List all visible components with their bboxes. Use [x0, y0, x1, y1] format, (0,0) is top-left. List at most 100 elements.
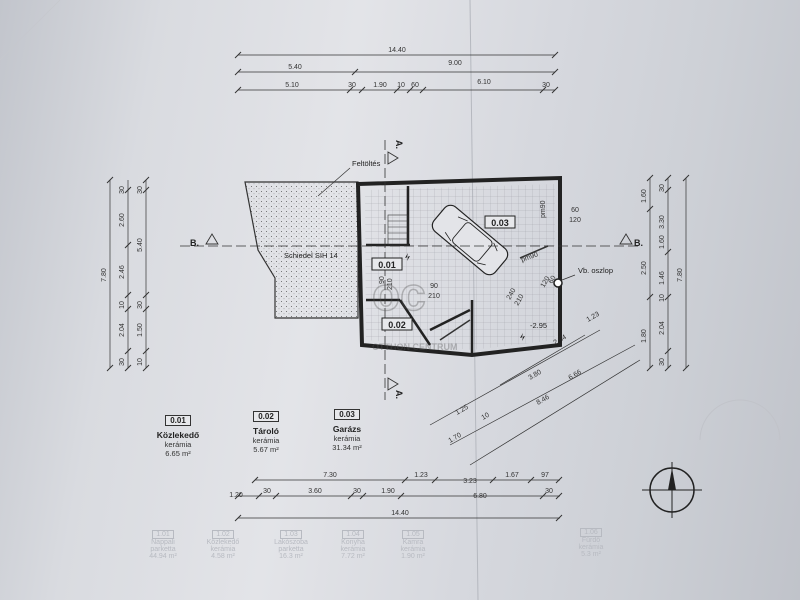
opening-dim: 210 — [514, 293, 526, 307]
diag-dim: 6.66 — [568, 369, 583, 382]
right-dim-seg: 3.30 — [659, 215, 666, 229]
watermark-logo: oc OTTHON CENTRUM — [371, 267, 458, 352]
schedule-room-name: Garázs — [332, 424, 362, 434]
ghost-room: 1.04 Konyha kerámia 7.72 m² — [340, 530, 366, 560]
opening-dim: 210 — [387, 278, 394, 290]
left-dim-total: 7.80 — [101, 268, 108, 282]
right-dim-seg: 2.50 — [641, 261, 648, 275]
section-label-b-right: B. — [634, 238, 643, 248]
schedule-room-id: 0.01 — [165, 415, 191, 426]
left-dim-seg: 2.04 — [119, 323, 126, 337]
schedule-room-id: 0.03 — [334, 409, 360, 420]
bottom-dim-seg: 30 — [263, 488, 271, 495]
plan-room-0-01: 0.01 — [371, 257, 403, 271]
left-dimension-lines — [106, 176, 150, 372]
section-label-b-left: B. — [190, 238, 199, 248]
door-line — [519, 245, 549, 259]
right-dim-seg: 1.80 — [641, 329, 648, 343]
top-dim-total: 14.40 — [388, 47, 406, 54]
top-dim-seg: 6.10 — [477, 79, 491, 86]
section-arrow-b-left — [205, 233, 219, 245]
left-dim-seg: 30 — [137, 301, 144, 309]
right-dim-seg: 1.60 — [659, 235, 666, 249]
schedule-room-name: Tároló — [253, 426, 279, 436]
stair — [387, 214, 409, 246]
right-dim-seg: 30 — [659, 184, 666, 192]
bottom-dim-total: 14.40 — [391, 510, 409, 517]
left-dim-seg: 5.40 — [137, 238, 144, 252]
schedule-room-area: 31.34 m² — [332, 443, 362, 452]
top-dim-seg: 30 — [348, 82, 356, 89]
diag-dim: 1.70 — [448, 432, 463, 445]
fill-area — [244, 181, 359, 319]
bottom-dim-seg: 30 — [353, 488, 361, 495]
diagonal-dimension-lines — [429, 329, 641, 466]
bottom-dimension-lines — [234, 476, 563, 522]
schedule-room-area: 6.65 m² — [165, 449, 191, 458]
diag-dim: 1.25 — [455, 404, 470, 417]
left-dim-seg: 30 — [119, 358, 126, 366]
car-icon — [431, 204, 509, 276]
top-dim-left: 5.40 — [288, 64, 302, 71]
watermark-text: OTTHON CENTRUM — [372, 342, 458, 352]
right-dim-seg: 1.60 — [641, 189, 648, 203]
left-dim-seg: 2.60 — [119, 213, 126, 227]
plan-room-0-02: 0.02 — [381, 317, 413, 331]
left-dim-seg: 2.46 — [119, 265, 126, 279]
left-dim-seg: 30 — [119, 186, 126, 194]
bottom-dim-seg: 30 — [545, 488, 553, 495]
ghost-room: 1.02 Közlekedő kerámia 4.58 m² — [206, 530, 240, 560]
ghost-room: 1.05 Kamra kerámia 1.90 m² — [400, 530, 426, 560]
schedule-room-0-02: 0.02 Tároló kerámia 5.67 m² — [236, 406, 296, 454]
opening-dim: 90 — [379, 276, 386, 284]
section-label-a-bottom: A. — [394, 390, 404, 399]
ghost-room: 1.01 Nappali parketta 44.94 m² — [149, 530, 177, 560]
schedule-room-area: 5.67 m² — [253, 445, 279, 454]
left-dim-seg: 10 — [119, 301, 126, 309]
label-feltoltes: Feltöltés — [352, 159, 381, 168]
right-dim-seg: 10 — [659, 294, 666, 302]
top-dim-seg: 5.10 — [285, 82, 299, 89]
plan-room-0-03: 0.03 — [484, 215, 516, 229]
schedule-room-material: kerámia — [164, 440, 192, 449]
opening-dim: 120 — [569, 217, 581, 224]
right-dim-seg: 30 — [659, 358, 666, 366]
bottom-dim-seg: 3.60 — [308, 488, 322, 495]
section-arrow-a-bottom — [387, 377, 399, 391]
right-dim-seg: 2.04 — [659, 321, 666, 335]
right-dim-total: 7.80 — [677, 268, 684, 282]
diag-dim: 10 — [481, 412, 491, 422]
left-dim-seg: 30 — [137, 186, 144, 194]
plan-room-id: 0.01 — [378, 260, 396, 270]
ghost-room: 1.03 Lakószoba parketta 16.3 m² — [274, 530, 308, 560]
diag-dim: 1.23 — [586, 311, 601, 324]
bottom-dim-seg: 6.80 — [473, 493, 487, 500]
top-dim-seg: 1.90 — [373, 82, 387, 89]
right-dim-seg: 1.46 — [659, 271, 666, 285]
left-dim-seg: 10 — [137, 358, 144, 366]
diag-dim: 8.46 — [536, 394, 551, 407]
schedule-room-id: 0.02 — [253, 411, 279, 422]
opening-dim: 60 — [571, 207, 579, 214]
electrical-symbols — [405, 253, 525, 341]
plan-room-id: 0.02 — [388, 320, 406, 330]
bottom-dim-seg: 1.67 — [505, 472, 519, 479]
schedule-room-0-03: 0.03 Garázs kerámia 31.34 m² — [316, 404, 378, 452]
right-dimension-lines — [646, 174, 690, 372]
label-schiedel: Schiedel SIH 14 — [284, 251, 338, 260]
plan-room-id: 0.03 — [491, 218, 509, 228]
label-vb-oszlop: Vb. oszlop — [578, 266, 613, 275]
paper-crease — [0, 0, 61, 61]
section-arrow-a-top — [387, 151, 399, 165]
bottom-dim-seg: 7.30 — [323, 472, 337, 479]
ghost-room: 1.06 Fürdő kerámia 5.3 m² — [578, 528, 604, 558]
opening-dim: pm90 — [540, 200, 547, 218]
top-dim-right: 9.00 — [448, 60, 462, 67]
bottom-dim-seg: 1.23 — [414, 472, 428, 479]
schedule-room-material: kerámia — [333, 434, 361, 443]
opening-dim: 210 — [428, 293, 440, 300]
schedule-room-material: kerámia — [252, 436, 280, 445]
top-dim-seg: 60 — [411, 82, 419, 89]
